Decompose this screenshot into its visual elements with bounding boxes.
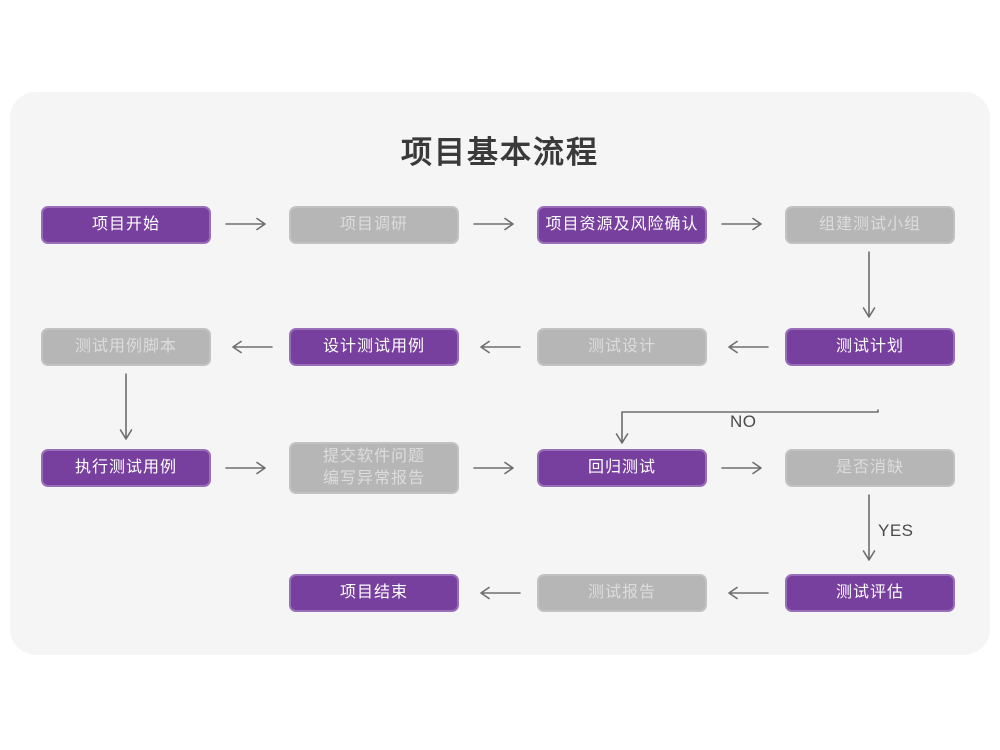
- node-resource-risk-confirm[interactable]: 项目资源及风险确认: [537, 206, 707, 244]
- node-design-test-case[interactable]: 设计测试用例: [289, 328, 459, 366]
- node-project-research[interactable]: 项目调研: [289, 206, 459, 244]
- flowchart-card: [10, 92, 990, 655]
- node-project-start[interactable]: 项目开始: [41, 206, 211, 244]
- arrow-resource-to-team: [721, 217, 762, 231]
- page-title: 项目基本流程: [401, 135, 599, 170]
- node-test-case-script[interactable]: 测试用例脚本: [41, 328, 211, 366]
- arrow-no-loop-back: [615, 409, 879, 444]
- arrow-test-design-to-design-case: [480, 340, 521, 354]
- edge-label-no: NO: [730, 412, 757, 431]
- node-submit-issue-report[interactable]: 提交软件问题 编写异常报告: [289, 442, 459, 494]
- arrow-script-to-execute: [119, 373, 133, 440]
- arrow-team-to-test-plan: [862, 251, 876, 318]
- arrow-evaluation-to-test-report: [728, 586, 769, 600]
- node-execute-test-case[interactable]: 执行测试用例: [41, 449, 211, 487]
- arrow-start-to-research: [225, 217, 266, 231]
- node-regression-test[interactable]: 回归测试: [537, 449, 707, 487]
- node-build-test-team[interactable]: 组建测试小组: [785, 206, 955, 244]
- node-test-evaluation[interactable]: 测试评估: [785, 574, 955, 612]
- edge-label-yes: YES: [878, 521, 914, 540]
- arrow-yes-to-evaluation: [862, 494, 876, 561]
- arrow-research-to-resource: [473, 217, 514, 231]
- node-defect-cleared-check[interactable]: 是否消缺: [785, 449, 955, 487]
- arrow-submit-to-regression: [473, 461, 514, 475]
- node-test-plan[interactable]: 测试计划: [785, 328, 955, 366]
- arrow-execute-to-submit-issue: [225, 461, 266, 475]
- node-project-end[interactable]: 项目结束: [289, 574, 459, 612]
- node-test-design[interactable]: 测试设计: [537, 328, 707, 366]
- node-test-report[interactable]: 测试报告: [537, 574, 707, 612]
- arrow-test-plan-to-test-design: [728, 340, 769, 354]
- arrow-regression-to-defect-check: [721, 461, 762, 475]
- arrow-design-case-to-script: [232, 340, 273, 354]
- arrow-test-report-to-project-end: [480, 586, 521, 600]
